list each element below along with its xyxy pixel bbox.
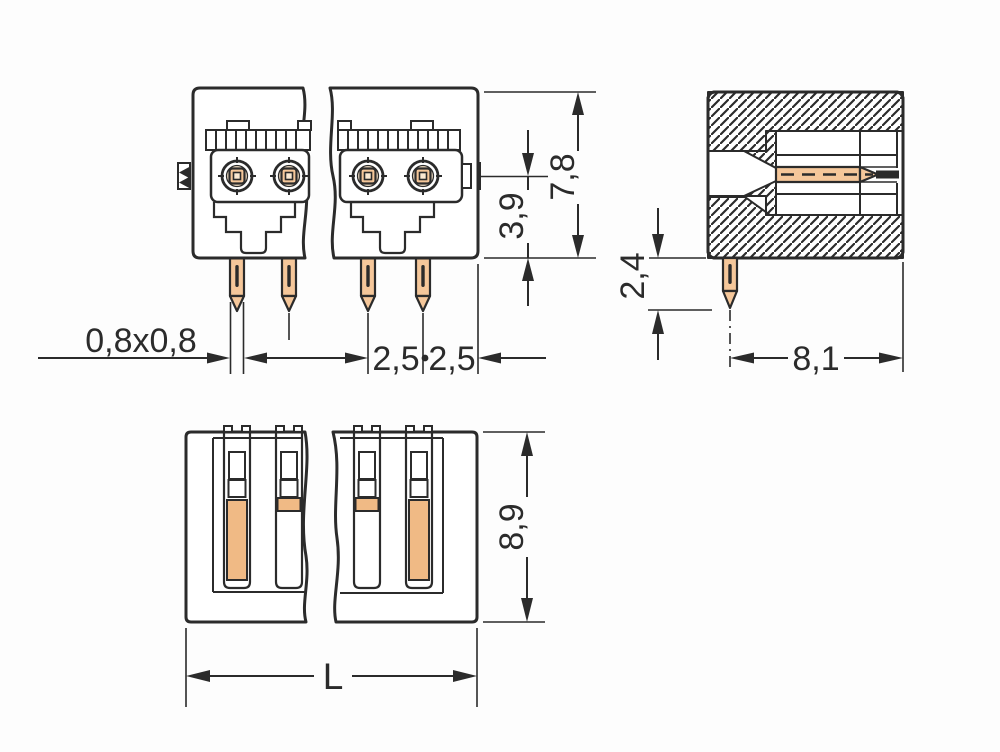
coding-tab [297,120,312,131]
plate-step [461,163,472,189]
pedestal-right [349,202,436,255]
solder-pin [280,256,298,313]
dim-pin-cross-section: 0,8x0,8 [85,322,197,360]
coding-tab [226,120,250,131]
dimension-annotations: 0,8x0,8 2,5 2,5 3,9 7,8 2,4 [38,91,904,707]
solder-pin-side [721,256,739,367]
dim-contact-axis-to-base: 3,9 [493,192,531,239]
vent-comb-right [337,129,461,151]
dim-total-length: L [323,656,344,697]
solder-pin [359,256,377,313]
pedestal-left [212,202,297,255]
dim-pitch-a: 2,5 [372,340,419,378]
solder-pin [414,256,432,313]
dim-pin-protrusion: 2,4 [614,252,652,299]
side-section-view [706,90,905,367]
vent-comb-left [205,129,311,151]
front-view [177,86,548,374]
dim-overall-width: 8,9 [493,503,531,550]
bottom-view [184,425,479,624]
dim-overall-height: 7,8 [544,153,582,200]
dim-pitch-b: 2,5 [428,340,475,378]
coding-tab [410,120,434,131]
contact-pin-section [774,165,899,184]
coding-tab [337,120,352,131]
solder-lug-left [177,162,191,190]
solder-pin [228,256,246,313]
dim-overall-depth: 8,1 [792,340,839,378]
